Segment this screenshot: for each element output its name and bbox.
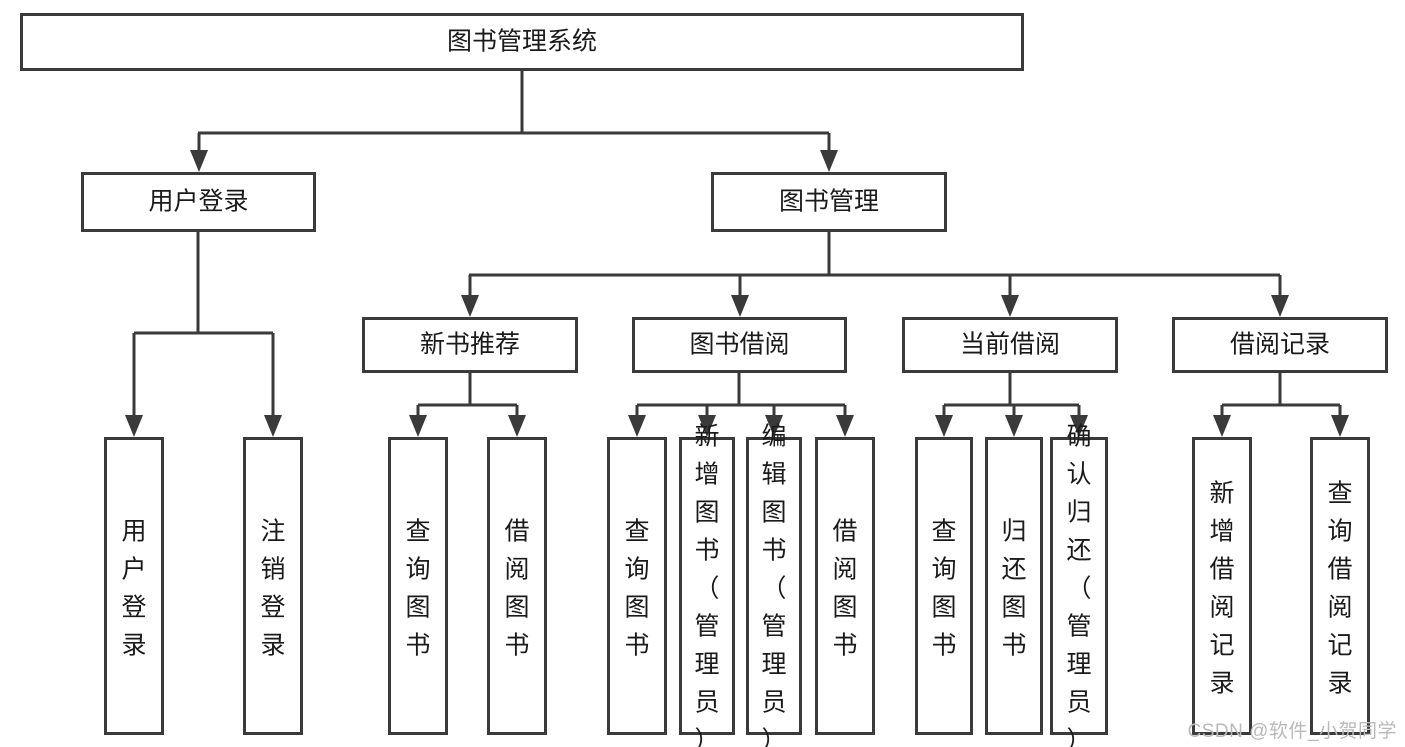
node-book-management[interactable]: 图书管理 — [711, 172, 947, 232]
arrow-head — [461, 295, 479, 317]
edge-group-bus-borrow-record — [1222, 373, 1340, 407]
node-label: 查询图书 — [405, 518, 430, 660]
edge-drops-borrow-record — [1213, 405, 1349, 437]
node-label: 新书推荐 — [420, 331, 520, 359]
edge-drops-book-management — [461, 275, 1289, 317]
edge-group-bus-book-management — [469, 232, 1280, 277]
node-leaf-add-book[interactable]: 新增图书（管理员） — [679, 423, 735, 747]
node-leaf-return-book[interactable]: 归还图书 — [985, 437, 1043, 735]
edge-group-bus-current-borrow — [944, 373, 1079, 407]
node-box[interactable] — [1050, 437, 1108, 735]
node-leaf-borrow-book-2[interactable]: 借阅图书 — [815, 437, 875, 735]
node-label: 借阅记录 — [1230, 331, 1330, 359]
arrow-head — [1271, 295, 1289, 317]
node-box[interactable] — [362, 317, 578, 373]
edges-layer — [125, 71, 1349, 437]
nodes-layer: 图书管理系统用户登录图书管理新书推荐图书借阅当前借阅借阅记录用户登录注销登录查询… — [20, 13, 1388, 747]
node-box[interactable] — [711, 172, 947, 232]
node-label: 归还图书 — [1001, 518, 1026, 660]
arrow-head — [731, 295, 749, 317]
arrow-head — [935, 415, 953, 437]
node-box[interactable] — [104, 437, 164, 735]
arrow-head — [1005, 415, 1023, 437]
arrow-head — [628, 415, 646, 437]
node-box[interactable] — [388, 437, 448, 735]
edge-group-bus-book-borrow — [637, 373, 845, 407]
node-leaf-query-book-2[interactable]: 查询图书 — [607, 437, 667, 735]
arrow-head — [765, 415, 783, 437]
edge-drops-current-borrow — [935, 405, 1088, 437]
node-label: 查询借阅记录 — [1327, 480, 1352, 698]
node-box[interactable] — [815, 437, 875, 735]
edge-drops-user-login — [125, 333, 282, 437]
node-current-borrow[interactable]: 当前借阅 — [902, 317, 1118, 373]
node-box[interactable] — [1192, 437, 1252, 735]
node-logout-leaf[interactable]: 注销登录 — [243, 437, 303, 735]
node-box[interactable] — [20, 13, 1024, 71]
arrow-head — [190, 150, 208, 172]
edge-group-bus-user-login — [134, 232, 273, 335]
node-box[interactable] — [487, 437, 547, 735]
node-label: 当前借阅 — [960, 331, 1060, 359]
node-user-login[interactable]: 用户登录 — [81, 172, 316, 232]
node-label: 新增图书（管理员） — [694, 423, 719, 747]
arrow-head — [1070, 415, 1088, 437]
node-label: 编辑图书（管理员） — [761, 423, 786, 747]
node-leaf-confirm-return[interactable]: 确认归还（管理员） — [1050, 423, 1108, 747]
edge-group-bus-root — [198, 71, 829, 135]
node-label: 用户登录 — [148, 188, 248, 216]
node-label: 查询图书 — [624, 518, 649, 660]
node-box[interactable] — [902, 317, 1118, 373]
node-box[interactable] — [1172, 317, 1388, 373]
node-leaf-query-book-1[interactable]: 查询图书 — [388, 437, 448, 735]
node-label: 借阅图书 — [504, 518, 529, 660]
node-borrow-record[interactable]: 借阅记录 — [1172, 317, 1388, 373]
node-box[interactable] — [632, 317, 847, 373]
node-box[interactable] — [679, 437, 735, 735]
node-label: 查询图书 — [931, 518, 956, 660]
edge-group-bus-new-book — [418, 373, 517, 407]
node-leaf-borrow-book-1[interactable]: 借阅图书 — [487, 437, 547, 735]
node-label: 图书管理 — [779, 188, 879, 216]
node-box[interactable] — [243, 437, 303, 735]
arrow-head — [698, 415, 716, 437]
arrow-head — [820, 150, 838, 172]
node-leaf-add-record[interactable]: 新增借阅记录 — [1192, 437, 1252, 735]
node-label: 注销登录 — [260, 518, 285, 660]
arrow-head — [409, 415, 427, 437]
node-label: 图书借阅 — [689, 331, 789, 359]
node-box[interactable] — [81, 172, 316, 232]
arrow-head — [836, 415, 854, 437]
node-root[interactable]: 图书管理系统 — [20, 13, 1024, 71]
arrow-head — [1213, 415, 1231, 437]
arrow-head — [125, 415, 143, 437]
node-label: 确认归还（管理员） — [1066, 423, 1091, 747]
watermark-label: CSDN @软件_小贺同学 — [1187, 721, 1397, 742]
node-box[interactable] — [746, 437, 802, 735]
node-leaf-query-record[interactable]: 查询借阅记录 — [1310, 437, 1370, 735]
edge-drops-book-borrow — [628, 405, 854, 437]
arrow-head — [1331, 415, 1349, 437]
node-leaf-edit-book[interactable]: 编辑图书（管理员） — [746, 423, 802, 747]
node-label: 用户登录 — [121, 518, 146, 660]
node-label: 借阅图书 — [832, 518, 857, 660]
node-new-book-recommend[interactable]: 新书推荐 — [362, 317, 578, 373]
node-box[interactable] — [1310, 437, 1370, 735]
node-user-login-leaf[interactable]: 用户登录 — [104, 437, 164, 735]
arrow-head — [1001, 295, 1019, 317]
edge-drops-new-book-recommend — [409, 405, 526, 437]
node-label: 新增借阅记录 — [1209, 480, 1234, 698]
node-box[interactable] — [915, 437, 973, 735]
edge-drops-root — [190, 133, 838, 172]
arrow-head — [508, 415, 526, 437]
arrow-head — [264, 415, 282, 437]
node-box[interactable] — [607, 437, 667, 735]
node-book-borrow[interactable]: 图书借阅 — [632, 317, 847, 373]
node-leaf-query-book-3[interactable]: 查询图书 — [915, 437, 973, 735]
node-label: 图书管理系统 — [447, 28, 597, 56]
node-box[interactable] — [985, 437, 1043, 735]
